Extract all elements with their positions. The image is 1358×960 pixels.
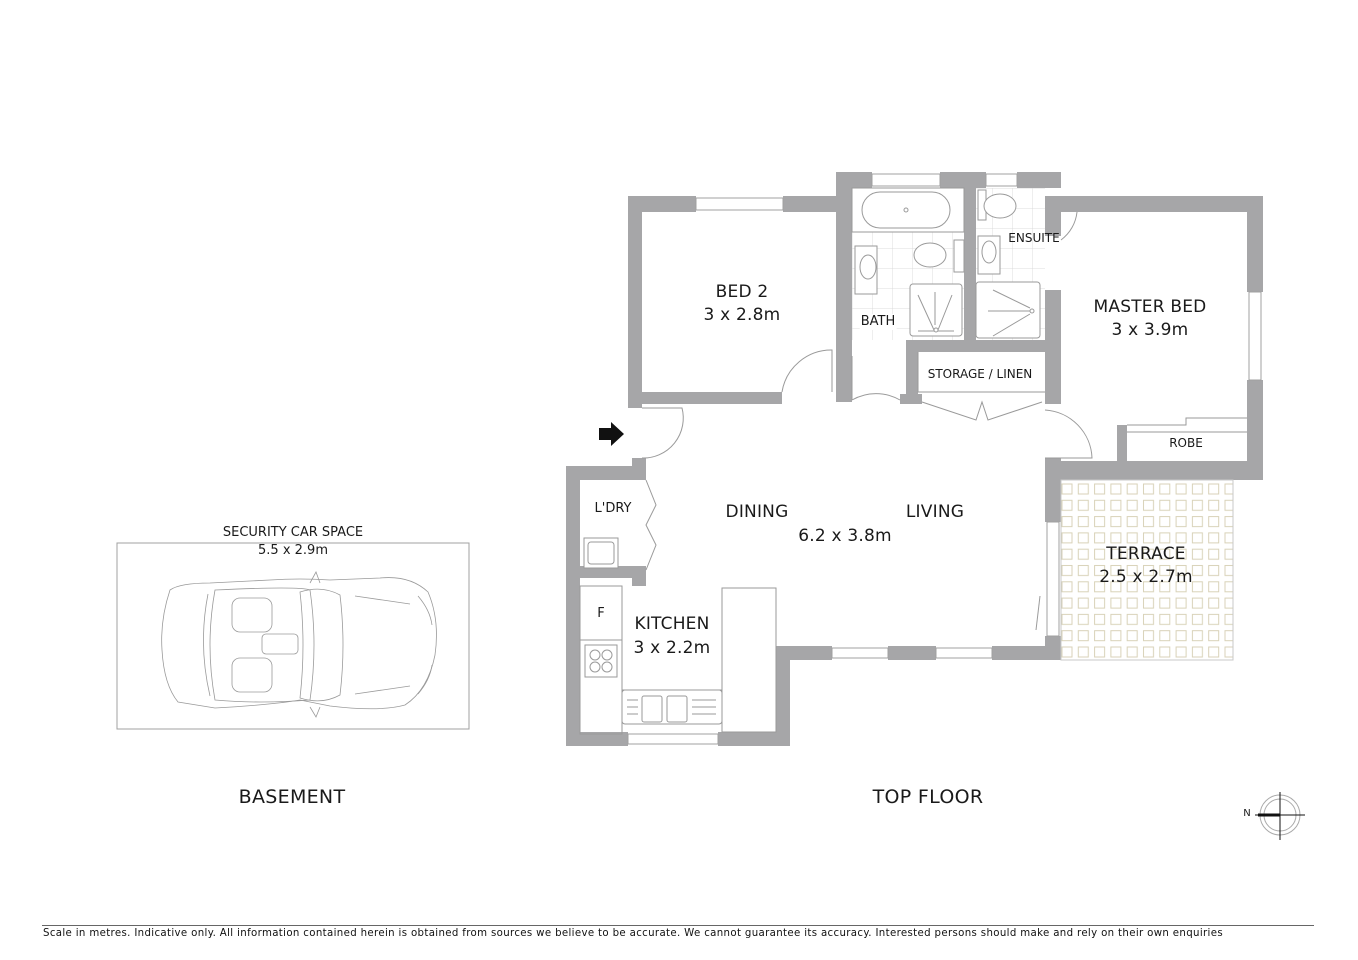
bed2-size: 3 x 2.8m — [703, 305, 781, 325]
ensuite-label: ENSUITE — [1008, 231, 1060, 245]
terrace-area — [1060, 479, 1234, 661]
kitchen-size: 3 x 2.2m — [633, 638, 711, 658]
footer-divider — [42, 925, 1314, 926]
laundry-label: L'DRY — [594, 501, 632, 516]
door-swings — [641, 211, 1093, 631]
fridge-label: F — [597, 606, 605, 621]
bath-label: BATH — [859, 314, 897, 330]
fixtures — [579, 187, 1247, 735]
disclaimer-text: Scale in metres. Indicative only. All in… — [43, 928, 1224, 939]
car-icon — [161, 571, 437, 718]
compass-north-label: N — [1243, 808, 1251, 819]
master-bed-label: MASTER BED — [1093, 297, 1207, 317]
top-floor-title: TOP FLOOR — [872, 786, 984, 808]
terrace-label: TERRACE — [1106, 544, 1186, 564]
living-label: LIVING — [905, 502, 965, 522]
storage-label: STORAGE / LINEN — [927, 367, 1033, 381]
walls — [566, 172, 1263, 746]
bed2-label: BED 2 — [715, 282, 769, 302]
terrace-size: 2.5 x 2.7m — [1099, 567, 1193, 587]
car-space — [116, 542, 470, 730]
compass-icon — [1255, 792, 1305, 840]
dining-label: DINING — [725, 502, 789, 522]
kitchen-label: KITCHEN — [634, 614, 710, 634]
car-space-name: SECURITY CAR SPACE — [222, 525, 364, 540]
car-space-size: 5.5 x 2.9m — [258, 543, 328, 558]
windows — [627, 173, 1262, 745]
dining-living-size: 6.2 x 3.8m — [798, 526, 892, 546]
basement-title: BASEMENT — [238, 786, 346, 808]
master-bed-size: 3 x 3.9m — [1111, 320, 1189, 340]
entry-arrow-icon — [599, 422, 624, 446]
robe-label: ROBE — [1169, 436, 1203, 450]
